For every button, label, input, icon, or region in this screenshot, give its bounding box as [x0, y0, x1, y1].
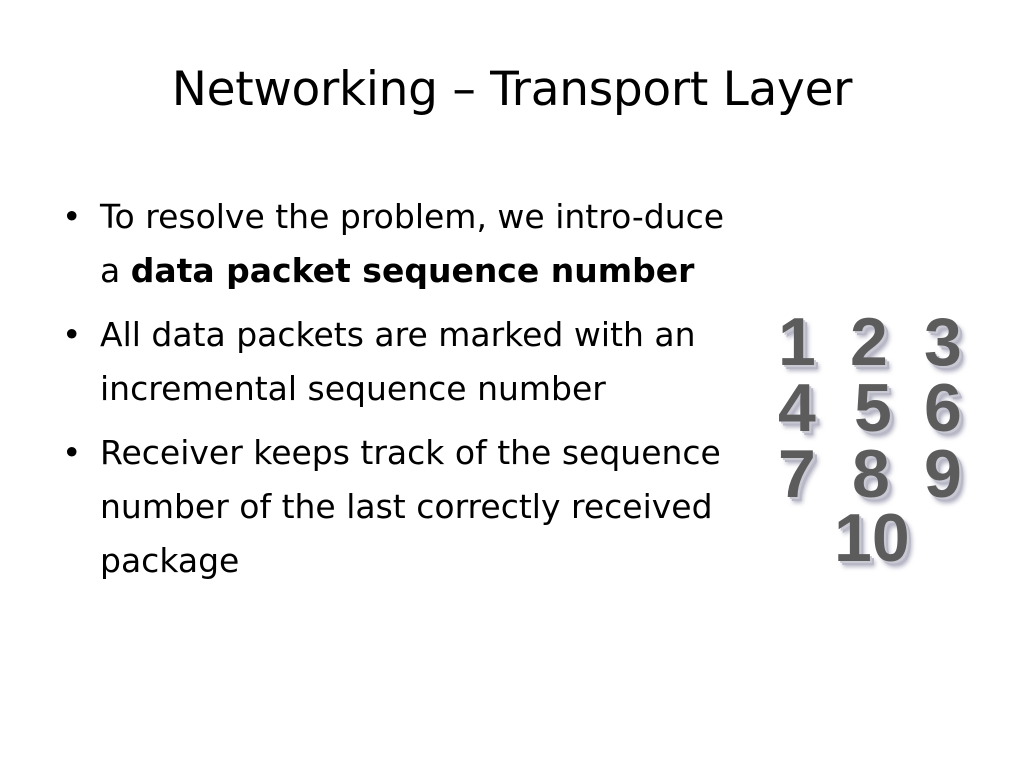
bullet-item: • To resolve the problem, we intro-duce … [62, 190, 732, 298]
bullet-icon: • [62, 315, 82, 354]
bullet-text-plain: To resolve the problem, we intro-duce a [100, 197, 725, 290]
bullet-item: • All data packets are marked with an in… [62, 308, 732, 416]
sequence-number: 8 [852, 436, 890, 512]
bullet-text: All data packets are marked with an incr… [100, 315, 696, 408]
bullet-text: To resolve the problem, we intro-duce a … [100, 197, 724, 290]
bullet-text-bold: data packet sequence number [130, 251, 695, 290]
bullet-list: • To resolve the problem, we intro-duce … [62, 190, 732, 598]
sequence-numbers-graphic: 1 2 3 4 5 6 7 8 9 10 [772, 308, 982, 573]
sequence-number: 9 [924, 436, 962, 512]
sequence-number: 1 [778, 304, 816, 380]
bullet-item: • Receiver keeps track of the sequence n… [62, 426, 732, 588]
sequence-number: 6 [924, 370, 962, 446]
sequence-number: 2 [850, 304, 888, 380]
sequence-number: 5 [854, 370, 892, 446]
sequence-number: 10 [834, 500, 910, 576]
sequence-number: 4 [778, 370, 816, 446]
bullet-icon: • [62, 433, 82, 472]
sequence-number: 3 [924, 304, 962, 380]
bullet-icon: • [62, 197, 82, 236]
bullet-text: Receiver keeps track of the sequence num… [100, 433, 721, 580]
sequence-number: 7 [778, 436, 816, 512]
slide-title: Networking – Transport Layer [171, 62, 853, 117]
